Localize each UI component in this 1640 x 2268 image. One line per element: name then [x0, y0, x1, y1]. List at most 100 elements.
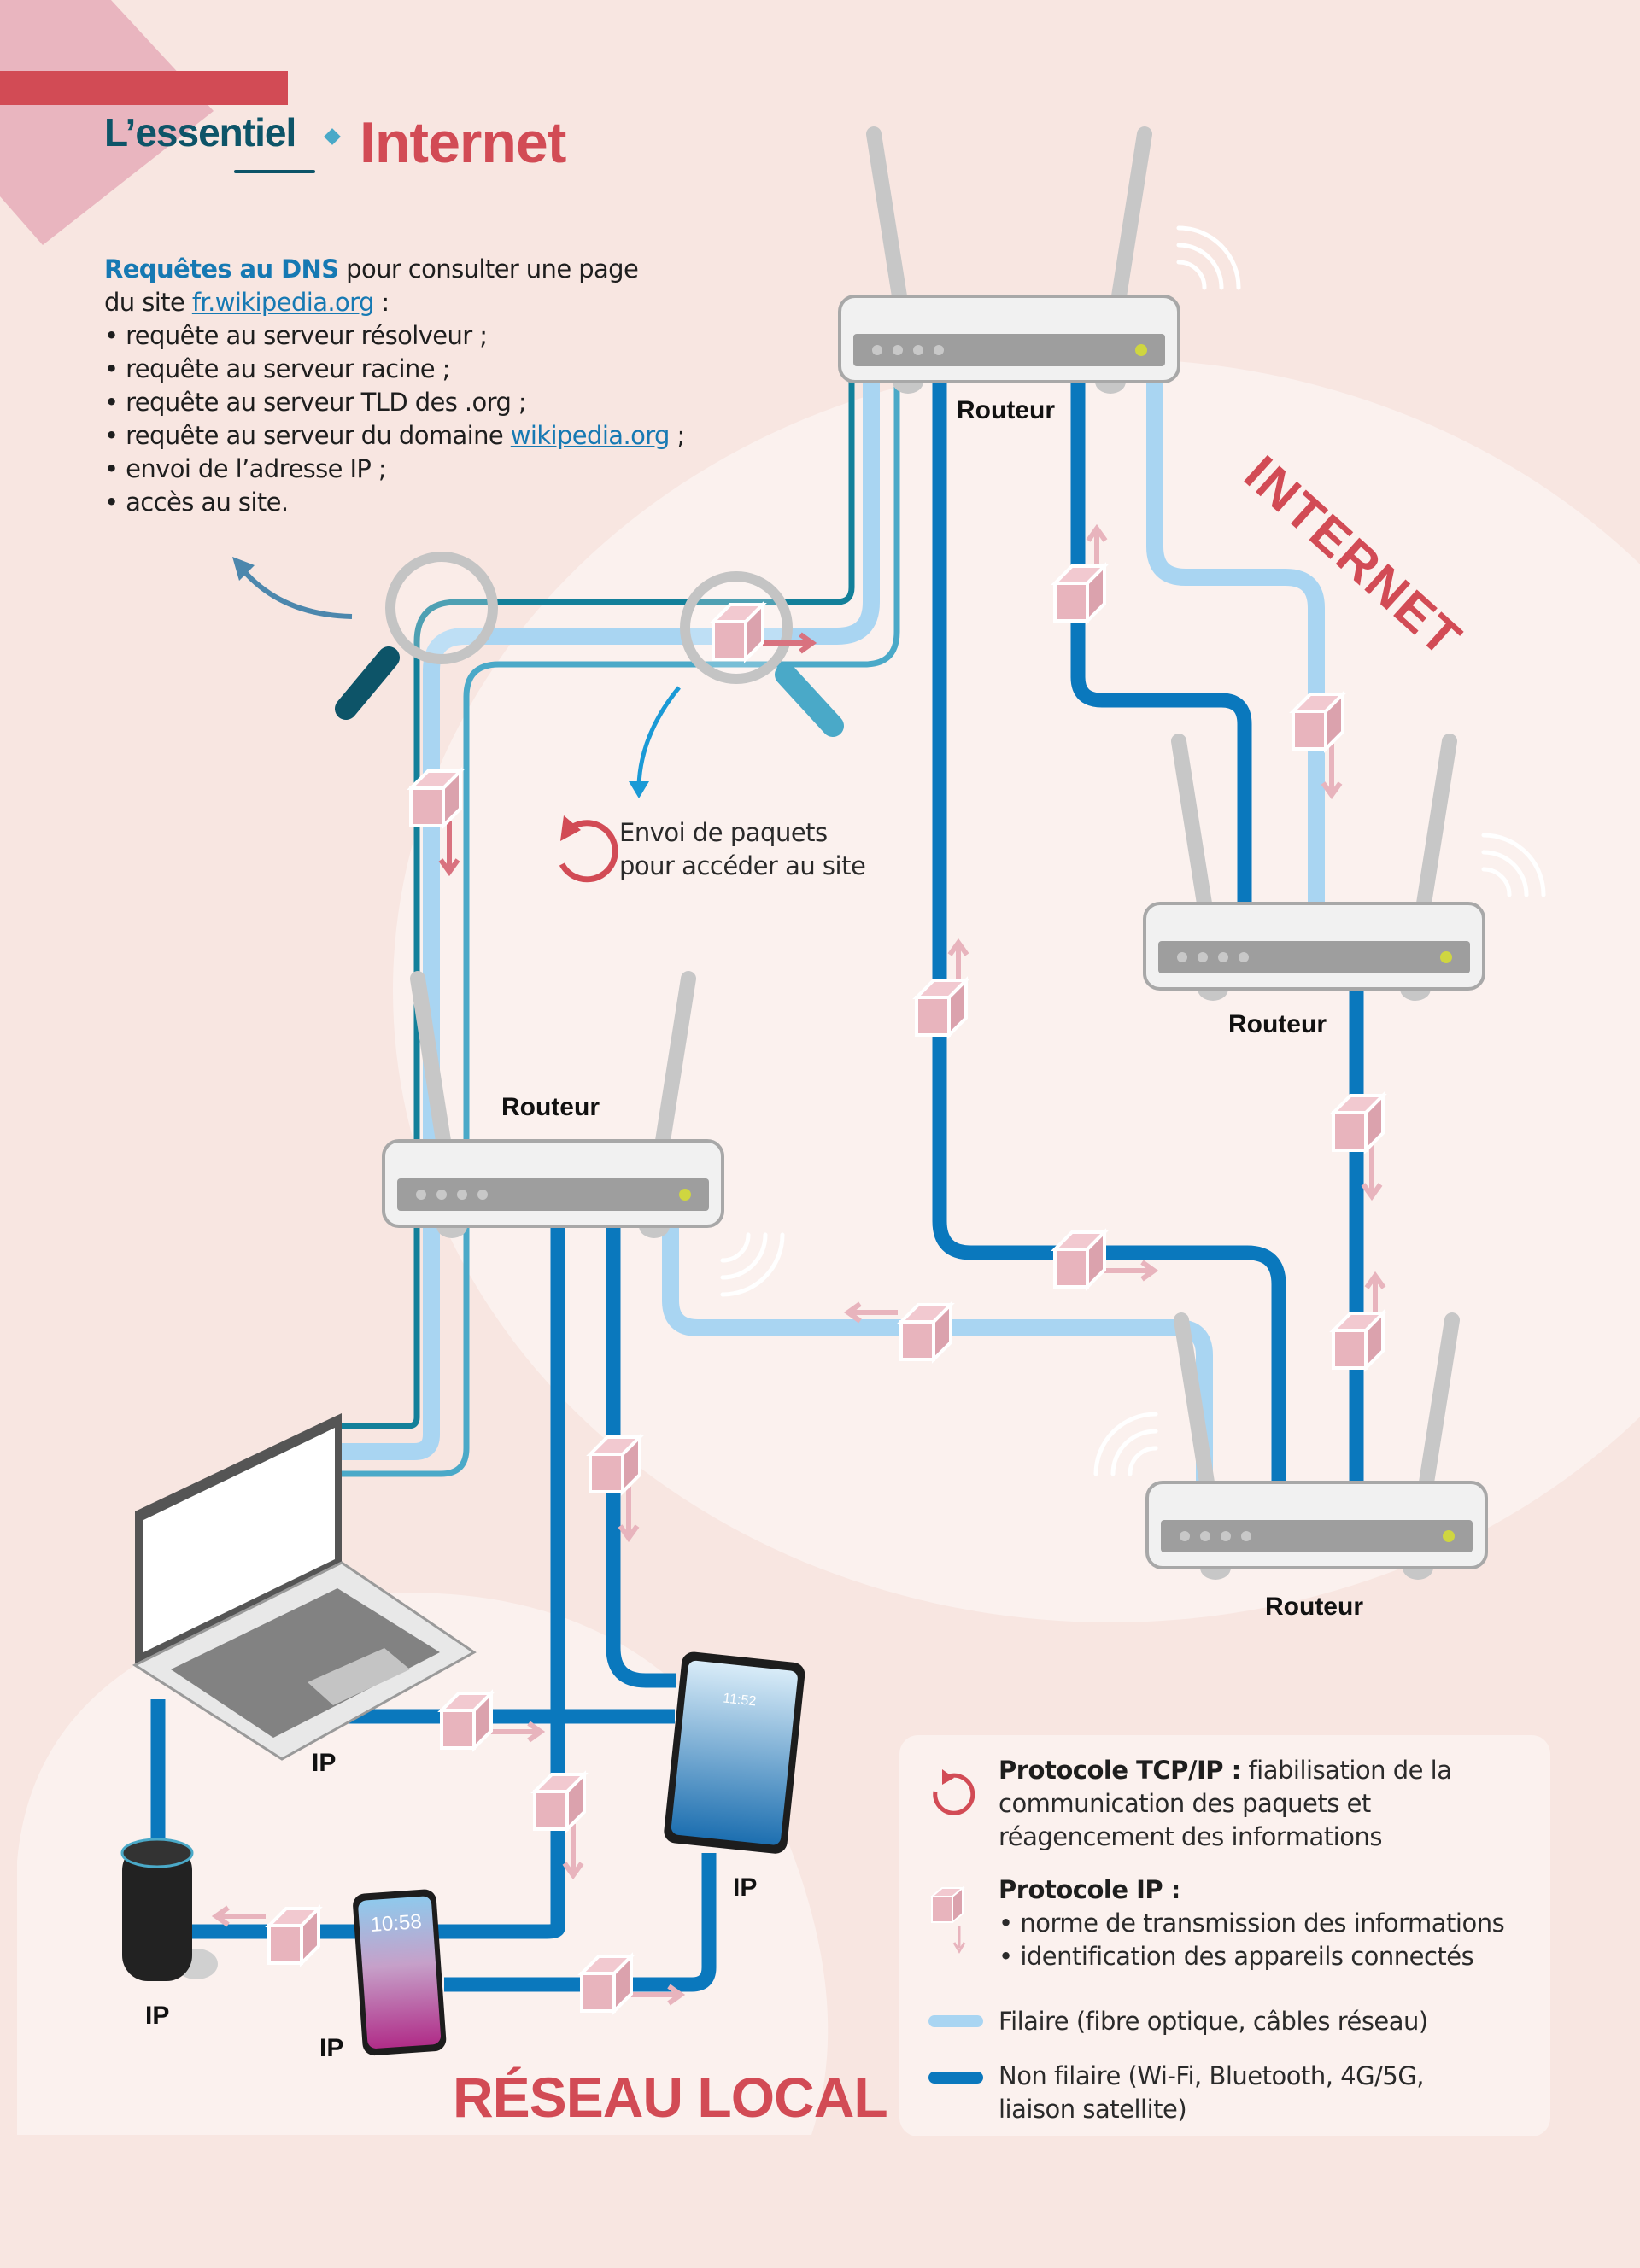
router-antenna: [1171, 734, 1212, 911]
packet-front: [409, 786, 445, 827]
wifi-wave: [1176, 243, 1224, 290]
smartphone[interactable]: 10:58: [352, 1889, 447, 2056]
tcp-cycle-icon: [933, 1769, 975, 1815]
wifi-wave: [1176, 260, 1207, 290]
router-antenna: [1111, 126, 1152, 304]
router-right-label: Routeur: [1228, 1010, 1327, 1038]
legend-ip: Protocole IP : norme de transmission des…: [999, 1873, 1505, 1973]
packet-icon: [437, 1689, 546, 1752]
tcp-cycle-arrow-head: [560, 815, 581, 841]
dns-site-prefix: du site: [104, 288, 192, 317]
legend-wireless-line: Non filaire (Wi-Fi, Bluetooth, 4G/5G,: [999, 2061, 1425, 2090]
dns-lead-rest: pour consulter une page: [338, 254, 639, 284]
packet-direction-arrow: [1361, 1145, 1383, 1201]
callout-arrow-head: [629, 781, 649, 798]
dns-in-path: [342, 382, 900, 1477]
router-panel: [1158, 941, 1470, 973]
wireless-link-phone-tablet: [444, 1853, 717, 1992]
tablet[interactable]: 11:52: [663, 1651, 806, 1855]
legend-wired-swatch: [928, 2015, 983, 2027]
dns-step: requête au serveur résolveur ;: [104, 319, 685, 353]
packet-direction-arrow: [843, 1301, 898, 1324]
wifi-wave: [1481, 867, 1512, 897]
packet-direction-arrow: [211, 1905, 266, 1927]
wifi-wave: [720, 1232, 785, 1297]
section-label: L’essentiel: [104, 110, 296, 155]
router-local-label: Routeur: [501, 1093, 600, 1121]
wired-link-dns-main: [342, 382, 880, 1460]
wifi-waves-icon: [720, 1232, 785, 1297]
router-panel: [397, 1178, 709, 1211]
router-port-light: [1177, 952, 1187, 962]
dns-curved-arrow-icon: [241, 569, 353, 619]
smart-speaker[interactable]: [120, 1838, 218, 1981]
internet-zone: [393, 359, 1640, 1622]
packet-front: [1053, 582, 1089, 623]
packet-icon: [1051, 523, 1109, 625]
router-port-light: [1221, 1531, 1231, 1541]
packet-direction-arrow: [763, 632, 817, 654]
router-port-light: [1239, 952, 1249, 962]
dns-curved-arrow-head: [232, 557, 255, 581]
dns-step: accès au site.: [104, 486, 685, 519]
packet-direction-arrow: [1321, 744, 1343, 800]
wifi-wave: [1093, 1412, 1158, 1476]
dns-paths: [342, 382, 900, 1477]
packet-front: [712, 620, 747, 661]
legend-tcp-line: communication des paquets et: [999, 1789, 1371, 1818]
local-network-zone-label: RÉSEAU LOCAL: [453, 2066, 888, 2129]
router-port-light: [436, 1190, 447, 1200]
wireless-link-top-to-bottomright: [932, 382, 1286, 1482]
callout-line: pour accéder au site: [619, 851, 866, 880]
link-fr-wikipedia[interactable]: fr.wikipedia.org: [191, 288, 375, 317]
packet-icon: [1051, 1228, 1159, 1291]
callout-line: Envoi de paquets: [619, 818, 828, 847]
link-wikipedia[interactable]: wikipedia.org: [510, 421, 671, 450]
tcp-cycle-icon: [559, 820, 618, 883]
wifi-wave: [720, 1232, 768, 1280]
packet-front: [589, 1453, 624, 1493]
router-right[interactable]: [1143, 734, 1546, 1001]
router-panel: [1161, 1520, 1473, 1552]
packet-icon: [586, 1433, 644, 1543]
laptop-ip-label: IP: [312, 1749, 337, 1777]
router-port-light: [416, 1190, 426, 1200]
router-status-led: [679, 1189, 691, 1201]
router-port-light: [457, 1190, 467, 1200]
router-port-light: [477, 1190, 488, 1200]
packet-front: [1292, 710, 1327, 751]
packet-icon: [929, 1885, 966, 1954]
header-red-bar: [0, 71, 288, 105]
router-antenna: [655, 971, 696, 1149]
router-bottom-right[interactable]: [1093, 1312, 1488, 1580]
legend-wireless-line: liaison satellite): [999, 2095, 1187, 2124]
speaker-ip-label: IP: [145, 2002, 170, 2030]
router-local[interactable]: [382, 971, 785, 1297]
router-top-label: Routeur: [957, 396, 1055, 424]
dns-out-path: [342, 382, 855, 1429]
packet-icon: [1329, 1271, 1387, 1372]
router-port-light: [1218, 952, 1228, 962]
header-diamond-decoration: [0, 0, 214, 245]
legend-wireless: Non filaire (Wi-Fi, Bluetooth, 4G/5G, li…: [999, 2060, 1425, 2126]
packet-front: [1053, 1248, 1089, 1289]
packet-icon: [709, 600, 817, 663]
router-top[interactable]: [838, 126, 1241, 394]
router-port-light: [934, 345, 944, 355]
section-label-underline: [234, 170, 315, 173]
dns-step: requête au serveur racine ;: [104, 353, 685, 386]
dns-site-suffix: :: [373, 288, 390, 317]
router-status-led: [1443, 1530, 1455, 1542]
legend-ip-bullet: identification des appareils connectés: [999, 1940, 1504, 1973]
router-bottom-right-label: Routeur: [1265, 1593, 1363, 1621]
packets-layer: [211, 523, 1387, 2015]
laptop[interactable]: [132, 1413, 477, 1761]
packet-direction-arrow: [631, 1984, 686, 2006]
dns-step: requête au serveur TLD des .org ;: [104, 386, 685, 419]
magnifier-icon: [335, 552, 498, 720]
packet-icon: [577, 1952, 686, 2015]
dns-step-suffix: ;: [669, 421, 685, 450]
legend-wired: Filaire (fibre optique, câbles réseau): [999, 2007, 1428, 2036]
legend: Protocole TCP/IP : fiabilisation de la c…: [899, 1735, 1550, 2136]
